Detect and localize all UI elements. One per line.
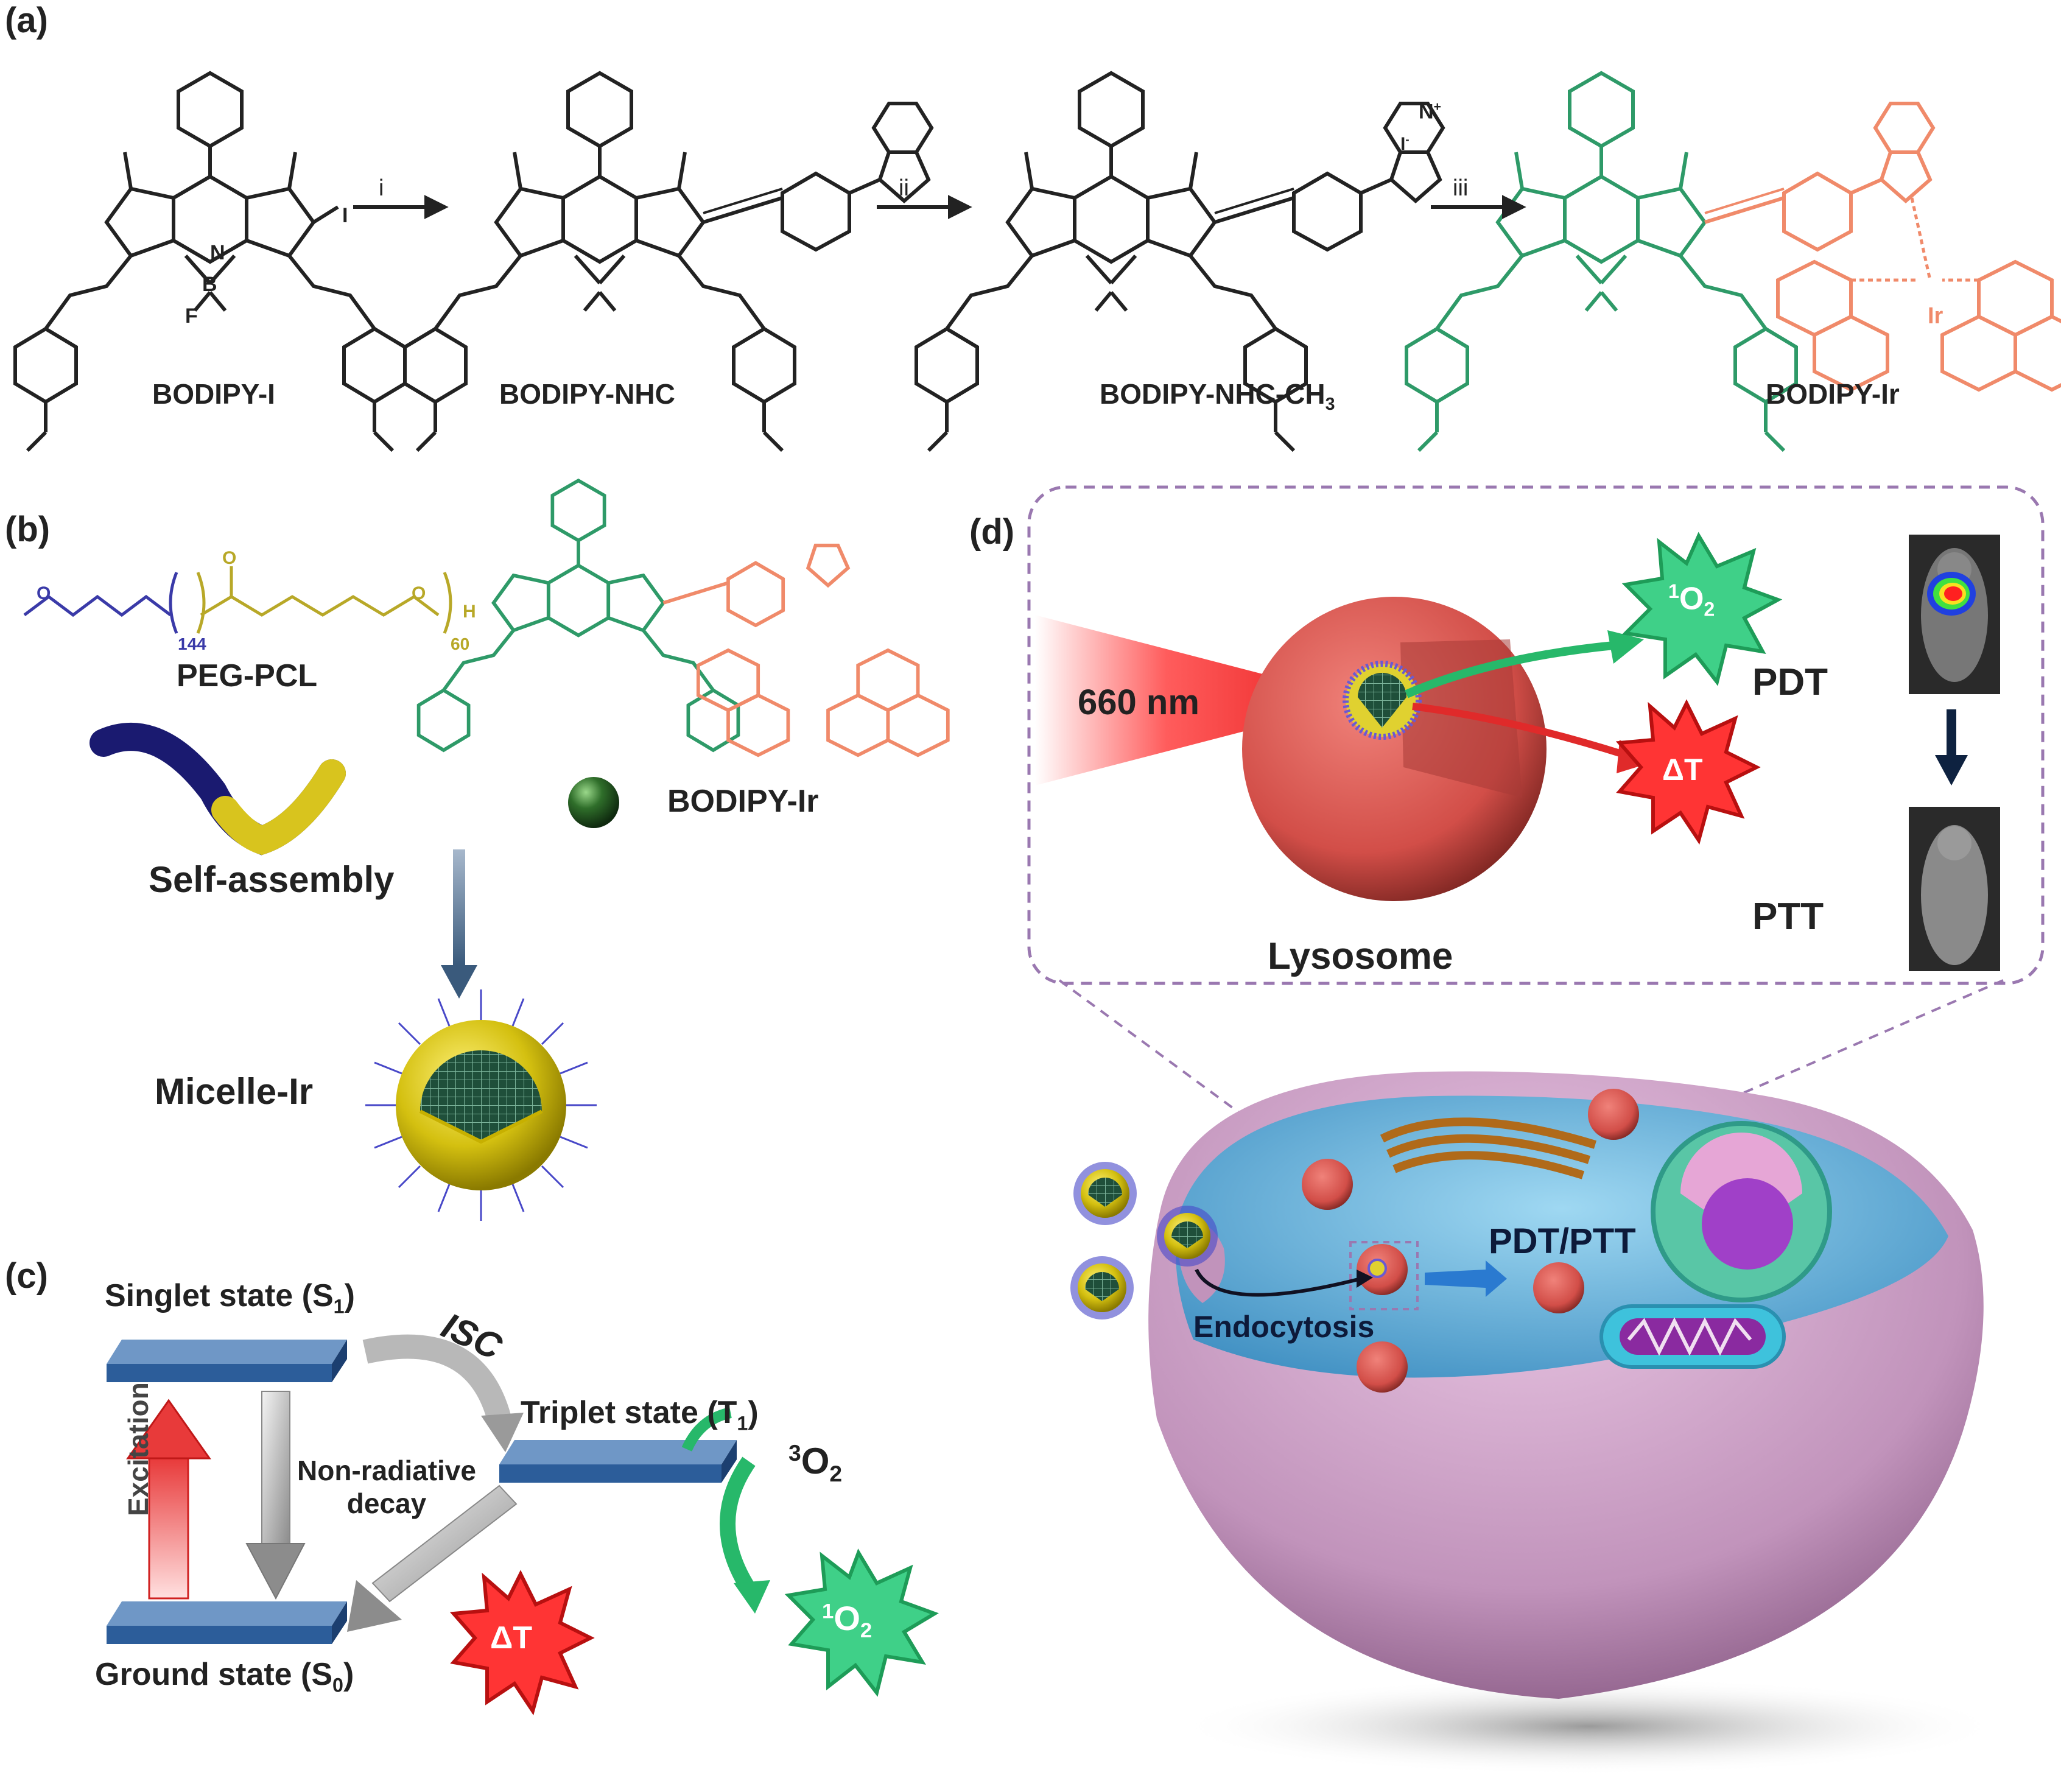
reagent-iii: iii <box>1453 175 1469 201</box>
triplet-oxygen-label: 3O2 <box>788 1440 843 1486</box>
micelle-graphic <box>365 989 597 1221</box>
compound-bodipy-i: BODIPY-I <box>152 378 275 410</box>
heat-label-d: ΔT <box>1662 753 1703 787</box>
counter-ion: I- <box>1400 133 1410 154</box>
pcl-repeat: 60 <box>451 634 470 653</box>
pdt-label: PDT <box>1752 661 1828 703</box>
panel-label-a: (a) <box>5 1 48 40</box>
polymer-name: PEG-PCL <box>177 658 318 694</box>
pcl-h-atom: H <box>463 602 476 622</box>
pdt-ptt-label: PDT/PTT <box>1489 1221 1636 1261</box>
reaction-arrows <box>353 195 1526 219</box>
compound-bodipy-nhc-ch3: BODIPY-NHC-CH3 <box>1100 378 1335 415</box>
atom-b: B <box>202 273 217 296</box>
singlet-oxygen-label-c: 1O2 <box>822 1599 873 1643</box>
reagent-ii: ii <box>899 175 909 201</box>
endocytosis-label: Endocytosis <box>1193 1310 1375 1344</box>
atom-iodo: I <box>342 204 348 227</box>
heat-label-c: ΔT <box>490 1620 533 1656</box>
pcl-carbonyl-o: O <box>222 548 237 568</box>
triplet-state-label: Triplet state (T1) <box>521 1395 759 1435</box>
synthesis-scheme <box>0 0 2061 463</box>
wavelength-label: 660 nm <box>1078 683 1199 722</box>
lysosome-label: Lysosome <box>1268 935 1453 977</box>
singlet-oxygen-label-d: 1O2 <box>1668 580 1715 620</box>
singlet-state-label: Singlet state (S1) <box>105 1278 355 1318</box>
micelle-label: Micelle-Ir <box>155 1071 314 1112</box>
peg-repeat: 144 <box>178 634 206 653</box>
compound-bodipy-nhc: BODIPY-NHC <box>499 378 675 410</box>
ptt-label: PTT <box>1752 896 1824 938</box>
dye-ball <box>568 777 619 828</box>
self-assembly-label: Self-assembly <box>149 859 395 900</box>
dye-label: BODIPY-Ir <box>667 784 819 819</box>
atom-ir: Ir <box>1928 303 1943 329</box>
excitation-label: Excitation <box>122 1382 154 1516</box>
atom-n: N <box>210 241 225 264</box>
ground-state-label: Ground state (S0) <box>95 1657 354 1696</box>
atom-f: F <box>185 304 198 328</box>
reagent-i: i <box>379 175 384 201</box>
peg-o-atom-1: O <box>37 583 51 603</box>
atom-n-plus: N+ <box>1419 100 1441 124</box>
pcl-o-atom: O <box>412 583 426 603</box>
panel-label-c: (c) <box>5 1256 48 1296</box>
panel-label-b: (b) <box>5 510 51 549</box>
panel-label-d: (d) <box>969 512 1015 552</box>
compound-bodipy-ir: BODIPY-Ir <box>1766 378 1900 410</box>
